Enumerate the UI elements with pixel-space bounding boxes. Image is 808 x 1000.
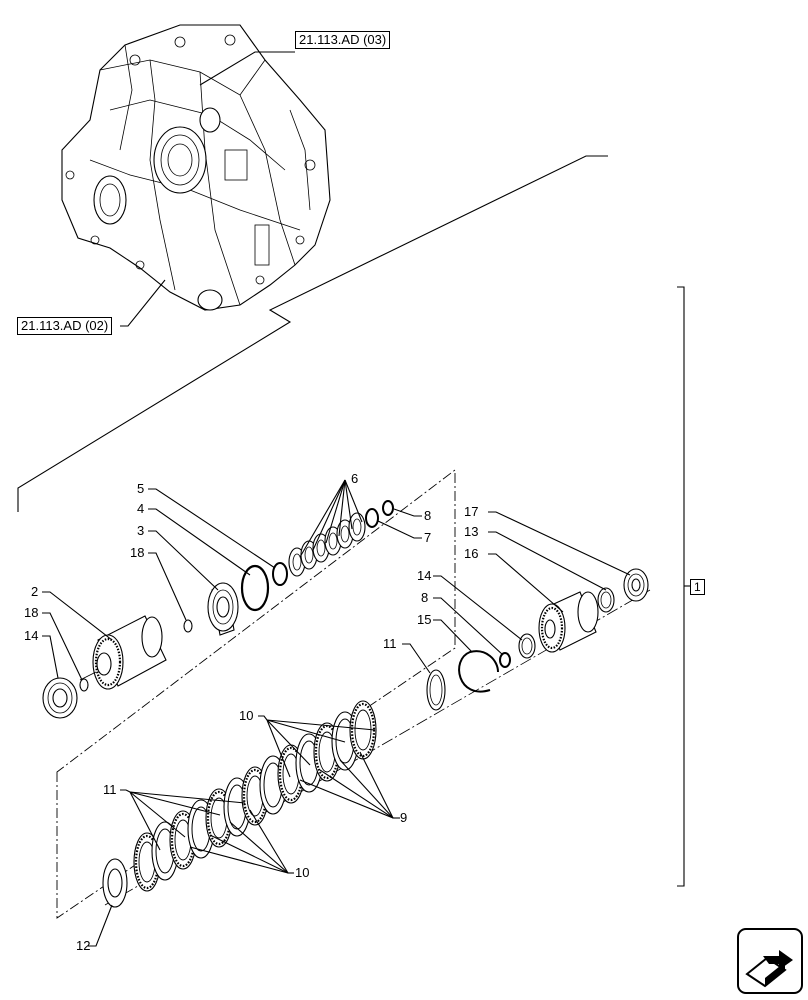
part-4-oring — [240, 564, 270, 612]
callout-8b: 8 — [421, 590, 429, 605]
callout-9: 12 — [76, 938, 91, 953]
section-break-line — [17, 155, 608, 512]
callout-18b: 18 — [24, 605, 39, 620]
callout-16: 14 — [24, 628, 39, 643]
callout-11a: 10 — [239, 708, 254, 723]
assembly-outline — [56, 469, 456, 919]
part-15-double-gear — [538, 591, 599, 653]
part-17-bearing — [623, 568, 649, 602]
leader-lines — [42, 51, 631, 947]
part-13-circlip — [458, 650, 499, 693]
part-2-gear — [79, 615, 167, 690]
callout-11b: 11 — [103, 782, 117, 797]
callout-17: 17 — [464, 504, 479, 519]
callout-5: 5 — [137, 481, 145, 496]
part-14-needle-bearing — [518, 633, 536, 659]
transmission-housing — [61, 24, 331, 311]
callout-14b: 14 — [417, 568, 432, 583]
part-12-snap-ring — [426, 669, 446, 711]
ref-21-113-ad-02[interactable]: 21.113.AD (02) — [17, 317, 113, 335]
callout-4: 4 — [137, 501, 145, 516]
part-3-bearing — [207, 582, 239, 636]
part-18-ring-2 — [183, 619, 193, 633]
callout-12: 11 — [383, 636, 397, 651]
part-7-ring — [365, 508, 379, 528]
part-8-ring-2 — [499, 652, 511, 668]
callout-8a: 8 — [424, 508, 432, 523]
part-8-ring — [382, 500, 394, 516]
callout-13: 15 — [417, 612, 432, 627]
callout-10a: 9 — [400, 810, 408, 825]
callout-3: 3 — [137, 523, 145, 538]
callout-6: 6 — [351, 471, 359, 486]
part-6-spring-stack — [288, 512, 366, 577]
part-5-ring — [272, 562, 288, 586]
callout-7: 7 — [424, 530, 432, 545]
next-page-arrow-icon — [745, 950, 793, 988]
callout-2: 2 — [31, 584, 39, 599]
callout-15: 16 — [464, 546, 479, 561]
part-9-washer — [102, 858, 128, 908]
ref-21-113-ad-03[interactable]: 21.113.AD (03) — [295, 31, 391, 49]
part-18-ring — [79, 678, 89, 692]
next-page-button[interactable] — [737, 928, 803, 994]
callout-14a: 13 — [464, 524, 479, 539]
part-14-needle-bearing-2 — [597, 587, 615, 613]
part-16-bearing — [42, 677, 78, 719]
group-label-1: 1 — [690, 579, 705, 595]
callout-10b: 10 — [295, 865, 310, 880]
callout-18a: 18 — [130, 545, 145, 560]
group-bracket — [677, 286, 685, 887]
